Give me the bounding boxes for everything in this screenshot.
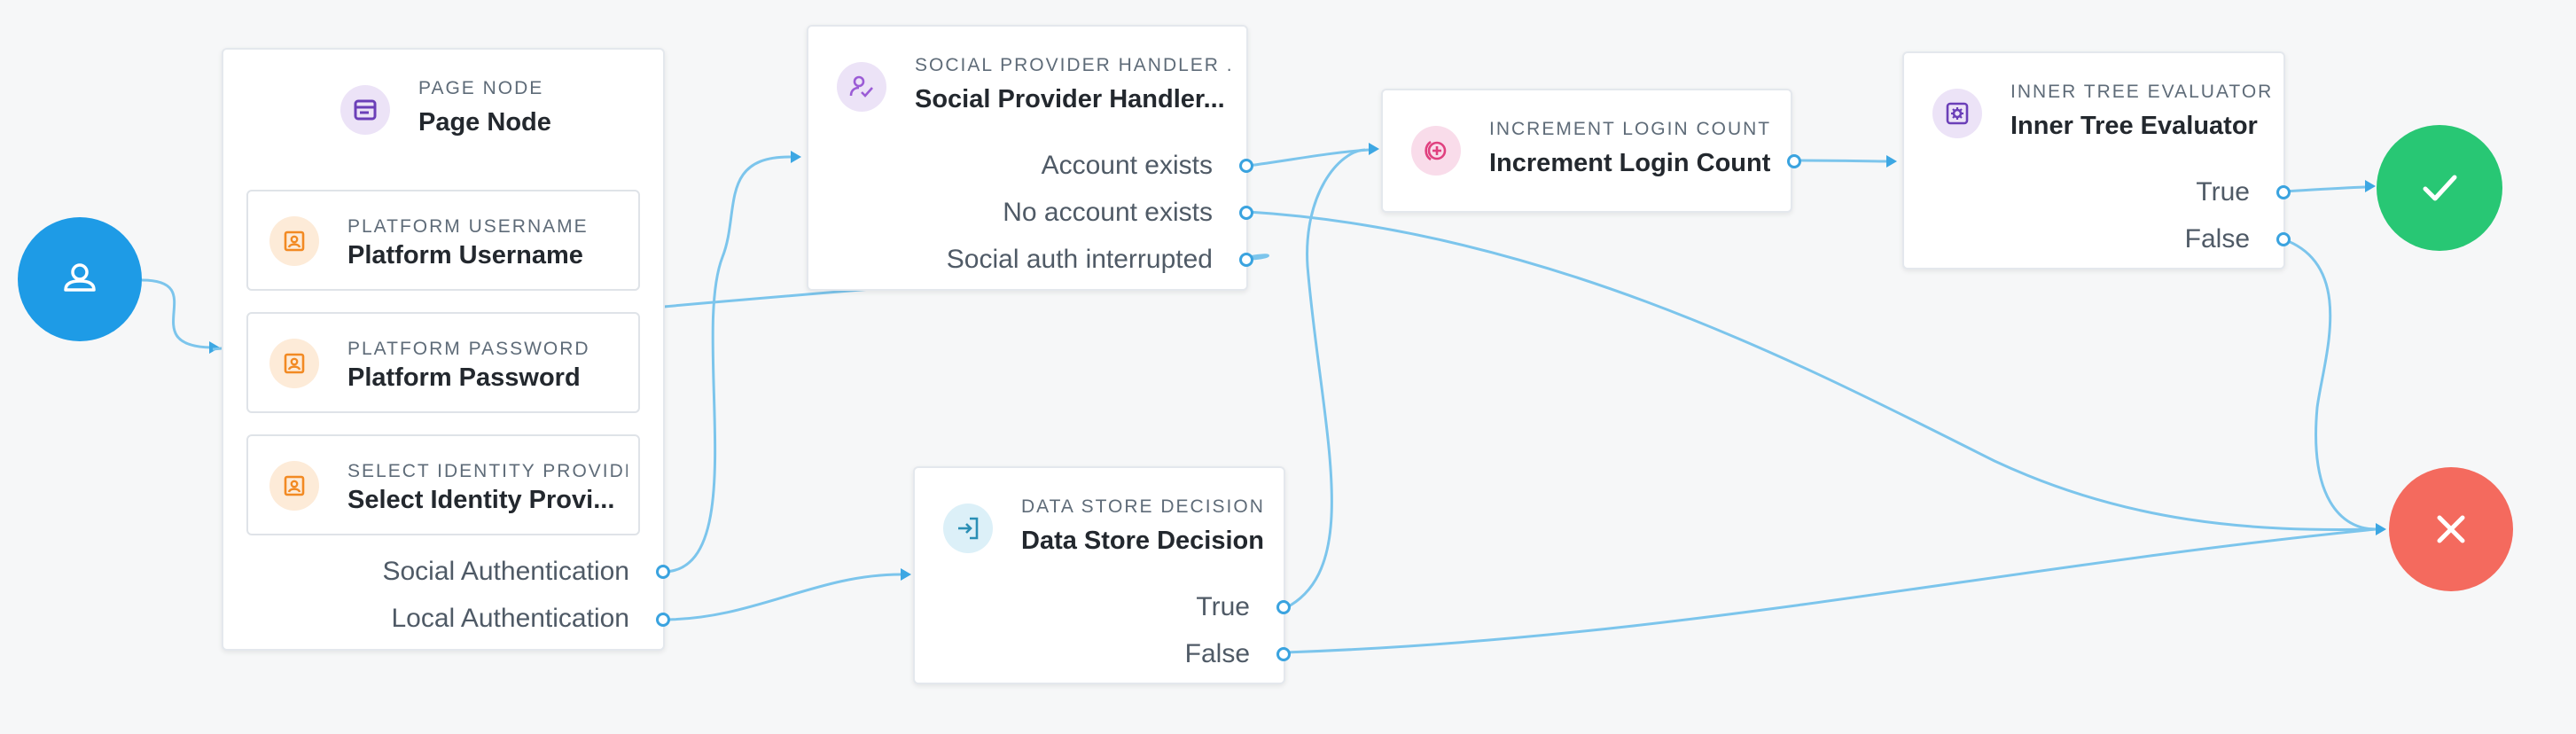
id-card-icon — [269, 216, 319, 266]
outcome-port-true[interactable] — [2276, 185, 2291, 199]
arrow-head — [1369, 143, 1379, 155]
arrow-head — [2376, 523, 2386, 535]
node-kind: INCREMENT LOGIN COUNT — [1489, 119, 1772, 139]
increment-login-count-node[interactable]: INCREMENT LOGIN COUNT Increment Login Co… — [1381, 89, 1801, 213]
child-node-select-identity-provider[interactable]: SELECT IDENTITY PROVIDER Select Identity… — [246, 434, 640, 535]
outcome-label: False — [2184, 224, 2250, 254]
outcome-label: Social Authentication — [382, 557, 629, 586]
node-title: Data Store Decision — [1021, 527, 1264, 555]
node-kind: PAGE NODE — [418, 78, 544, 98]
wire-ds-true-to-increment — [1284, 148, 1366, 610]
arrow-head — [2365, 180, 2376, 192]
node-kind: INNER TREE EVALUATOR — [2010, 82, 2274, 102]
start-node[interactable] — [18, 217, 142, 341]
node-title: Inner Tree Evaluator — [2010, 112, 2258, 140]
wire-start-to-page — [141, 278, 212, 349]
child-node-platform-username[interactable]: PLATFORM USERNAME Platform Username — [246, 190, 640, 291]
outcome-port-increment[interactable] — [1787, 154, 1801, 168]
outcome-port-social-auth-interrupted[interactable] — [1239, 253, 1253, 267]
outcome-label: False — [1184, 639, 1250, 668]
node-kind: PLATFORM USERNAME — [347, 216, 589, 237]
outcome-label: Account exists — [1041, 151, 1213, 180]
social-provider-handler-node[interactable]: SOCIAL PROVIDER HANDLER ... Social Provi… — [807, 25, 1253, 291]
outcome-port-true[interactable] — [1276, 600, 1291, 614]
wire-social-auth-to-social-provider — [662, 155, 792, 574]
wire-inner-false-to-failure — [2283, 238, 2377, 531]
arrow-head — [791, 151, 801, 163]
node-kind: DATA STORE DECISION — [1021, 496, 1265, 517]
user-check-icon — [837, 62, 886, 112]
sign-in-icon — [943, 504, 993, 553]
wire-inner-true-to-success — [2283, 185, 2366, 193]
outcome-port-no-account-exists[interactable] — [1239, 206, 1253, 220]
node-title: Increment Login Count — [1489, 149, 1771, 177]
outcome-port-local-authentication[interactable] — [656, 613, 670, 627]
node-title: Select Identity Provi... — [347, 486, 615, 514]
outcome-label: Local Authentication — [391, 604, 629, 633]
outcome-port-account-exists[interactable] — [1239, 159, 1253, 173]
wire-local-auth-to-data-store — [662, 573, 902, 621]
page-node[interactable]: PAGE NODE Page Node PLATFORM USERNAME Pl… — [222, 48, 670, 651]
arrow-head — [1886, 155, 1897, 168]
wire-account-exists-to-increment — [1247, 148, 1370, 168]
arrow-head — [901, 568, 911, 581]
data-store-decision-node[interactable]: DATA STORE DECISION Data Store Decision … — [913, 466, 1291, 684]
outcome-port-social-authentication[interactable] — [656, 565, 670, 579]
outcome-port-false[interactable] — [1276, 647, 1291, 661]
outcome-label: No account exists — [1003, 198, 1213, 227]
node-title: Platform Username — [347, 241, 583, 269]
gear-square-icon — [1932, 89, 1982, 138]
plus-circle-icon — [1411, 126, 1461, 176]
outcome-port-false[interactable] — [2276, 232, 2291, 246]
node-title: Page Node — [418, 108, 551, 137]
node-title: Platform Password — [347, 363, 581, 392]
wire-increment-to-inner — [1793, 159, 1887, 163]
outcome-label: True — [2196, 177, 2250, 207]
id-card-icon — [269, 461, 319, 511]
node-kind: PLATFORM PASSWORD — [347, 339, 590, 359]
inner-tree-evaluator-node[interactable]: INNER TREE EVALUATOR Inner Tree Evaluato… — [1902, 51, 2291, 269]
success-node[interactable] — [2377, 125, 2502, 251]
node-kind: SOCIAL PROVIDER HANDLER ... — [915, 55, 1230, 75]
outcome-label: True — [1196, 592, 1250, 621]
id-card-icon — [269, 339, 319, 388]
wire-ds-false-to-failure — [1284, 527, 2377, 654]
node-kind: SELECT IDENTITY PROVIDER — [347, 461, 628, 481]
failure-node[interactable] — [2389, 467, 2513, 591]
user-icon — [64, 263, 96, 292]
close-icon — [2437, 515, 2465, 543]
outcome-label: Social auth interrupted — [946, 245, 1213, 274]
node-title: Social Provider Handler... — [915, 85, 1225, 113]
child-node-platform-password[interactable]: PLATFORM PASSWORD Platform Password — [246, 312, 640, 413]
check-icon — [2423, 175, 2457, 201]
arrow-head — [209, 341, 220, 354]
page-icon — [340, 85, 390, 135]
